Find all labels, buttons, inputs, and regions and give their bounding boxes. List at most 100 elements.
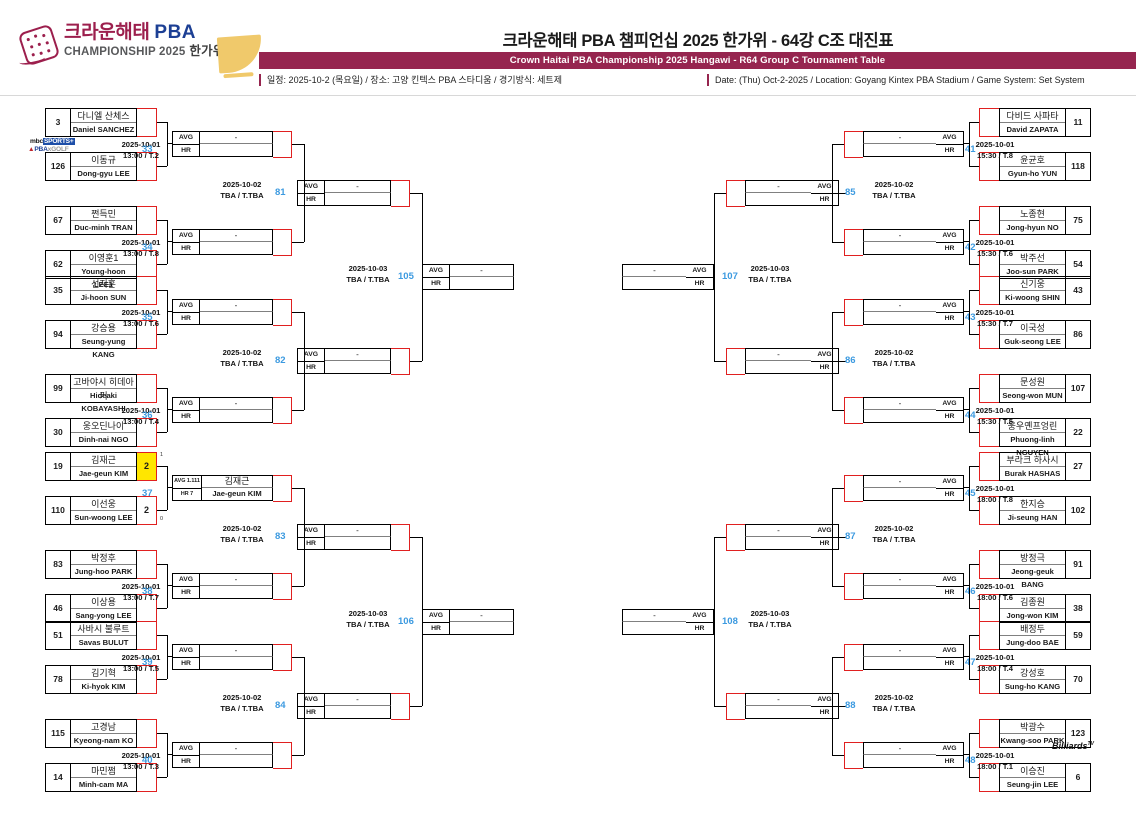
r16-time: TBA / T.TBA xyxy=(220,535,264,544)
match-number: 42 xyxy=(965,242,976,253)
connector-line xyxy=(167,311,172,312)
hr-label: HR xyxy=(811,537,839,550)
connector-line xyxy=(167,487,172,488)
match-schedule: 2025-10-01 xyxy=(121,582,161,591)
connector-line xyxy=(157,466,167,467)
player-seed: 86 xyxy=(1066,320,1091,349)
avg-label: AVG xyxy=(936,299,964,312)
avg-label: AVG xyxy=(297,180,325,193)
player-name-ko: 웅오딘나이 xyxy=(71,419,136,433)
connector-line xyxy=(969,388,970,432)
r32-blank xyxy=(200,657,273,670)
player-seed: 75 xyxy=(1066,206,1091,235)
player-seed: 14 xyxy=(45,763,70,792)
match-number: 36 xyxy=(142,410,153,421)
avg-label: AVG xyxy=(297,524,325,537)
r16-match-number: 85 xyxy=(845,187,856,198)
qf-date: 2025-10-03 xyxy=(750,264,790,273)
connector-line xyxy=(832,657,844,658)
result-body: - xyxy=(325,180,391,207)
logo-hangawi: 한가위 xyxy=(189,44,225,58)
player-name-en: Sung-ho KANG xyxy=(1004,682,1061,691)
player-name-en: Guk-seong LEE xyxy=(1004,337,1061,346)
player-name-en: Ki-woong SHIN xyxy=(1005,293,1060,302)
result-body: - xyxy=(200,299,273,326)
player-name-en: Jung-hoo PARK xyxy=(74,567,133,576)
winner-name-en: Jae-geun KIM xyxy=(202,488,273,501)
hr-label: HR xyxy=(297,361,325,374)
r32-score xyxy=(844,397,863,424)
r16-time: TBA / T.TBA xyxy=(220,191,264,200)
r16-date: 2025-10-02 xyxy=(222,524,262,533)
result-body: - xyxy=(200,644,273,671)
player-name-en: Jong-won KIM xyxy=(1006,611,1059,620)
r32-name: - xyxy=(200,573,273,586)
hr-label: HR xyxy=(172,410,200,423)
r16-name: - xyxy=(745,348,811,361)
dice-motion-line xyxy=(18,52,46,68)
